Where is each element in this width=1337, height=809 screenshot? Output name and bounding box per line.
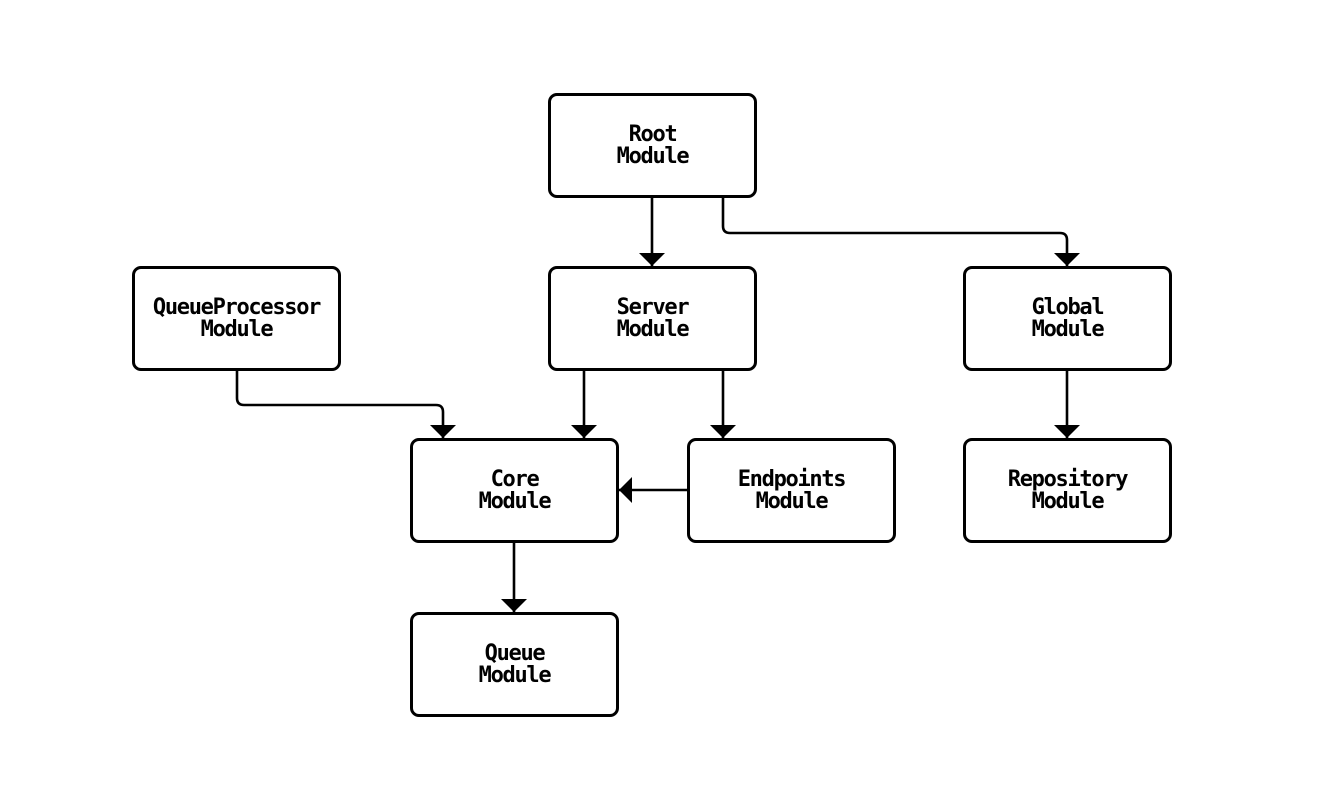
node-label-line: QueueProcessor (152, 294, 322, 320)
node-label-line: Queue (484, 640, 546, 666)
node-label-line: Global (1031, 294, 1105, 320)
node-label-line: Module (1031, 316, 1105, 342)
node-label-line: Repository (1007, 466, 1129, 492)
node-label-line: Module (755, 488, 829, 514)
edge-root-to-global (721, 198, 1080, 266)
node-label-line: Module (478, 662, 552, 688)
node-label-line: Endpoints (737, 466, 847, 492)
node-label-line: Module (616, 316, 690, 342)
node-label-line: Module (1031, 488, 1105, 514)
edge-queueprocessor-to-core (235, 371, 456, 438)
node-label-line: Server (616, 294, 690, 320)
node-label-line: Module (200, 316, 274, 342)
node-label-line: Core (490, 466, 540, 492)
node-label-line: Root (628, 121, 678, 147)
node-label-line: Module (478, 488, 552, 514)
node-label-line: Module (616, 143, 690, 169)
